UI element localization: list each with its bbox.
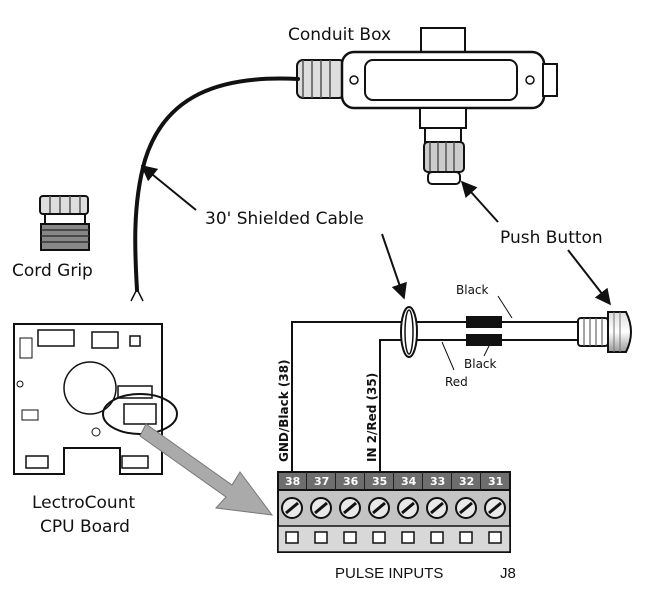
splice-black: [466, 316, 502, 328]
screw-slot: [372, 501, 386, 515]
zoom-arrow: [139, 423, 274, 516]
screw-slot: [459, 501, 473, 515]
terminal-number: 37: [314, 475, 329, 488]
terminal-socket: [401, 531, 415, 544]
leader-red: [441, 341, 455, 371]
terminal-block-j8: 38 37 36 35 34 33 32 31: [277, 471, 511, 553]
wire-label-red: Red: [445, 375, 468, 389]
leader-black-bottom: [483, 339, 493, 357]
shielded-cable-line: [133, 76, 300, 292]
arrow-to-conduit-button: [460, 180, 499, 223]
push-button-label: Push Button: [500, 228, 603, 248]
terminal-number: 34: [401, 475, 417, 488]
gnd-wire-label: GND/Black (38): [277, 359, 291, 462]
screw-slot: [314, 501, 328, 515]
screw-slot: [488, 501, 502, 515]
terminal-socket: [372, 531, 386, 544]
shield-ring: [400, 306, 418, 358]
board-label-line2: CPU Board: [40, 517, 130, 537]
push-button-icon: [577, 311, 632, 353]
terminal-number: 32: [459, 475, 474, 488]
cord-grip-label: Cord Grip: [12, 261, 93, 281]
terminal-number: 31: [488, 475, 503, 488]
screw-slot: [430, 501, 444, 515]
leader-black-top: [497, 295, 513, 319]
terminal-number: 35: [372, 475, 387, 488]
terminal-number: 33: [430, 475, 445, 488]
terminal-number: 38: [285, 475, 300, 488]
wire-label-black-top: Black: [456, 283, 489, 297]
arrow-to-push-button: [567, 249, 611, 306]
terminal-socket: [430, 531, 444, 544]
screw-slot: [343, 501, 357, 515]
pulse-inputs-label: PULSE INPUTS: [335, 565, 443, 582]
gnd-wire: [291, 321, 410, 472]
in2-wire: [379, 339, 410, 472]
arrow-to-cable: [140, 164, 197, 211]
terminal-socket: [488, 531, 502, 544]
cpu-board: [13, 323, 178, 475]
terminal-number: 36: [343, 475, 359, 488]
terminal-socket: [285, 531, 299, 544]
terminal-socket: [459, 531, 473, 544]
screw-slot: [401, 501, 415, 515]
conduit-box: [296, 27, 558, 185]
connector-label: J8: [500, 565, 516, 582]
terminal-socket: [343, 531, 357, 544]
board-label-line1: LectroCount: [32, 493, 135, 513]
arrow-to-shield: [381, 233, 407, 300]
conduit-box-label: Conduit Box: [288, 25, 391, 45]
shielded-cable-label: 30' Shielded Cable: [205, 209, 364, 229]
splice-red: [466, 334, 502, 346]
cord-grip-icon: [39, 195, 90, 251]
in2-wire-label: IN 2/Red (35): [365, 373, 379, 462]
wire-label-black-bottom: Black: [464, 357, 497, 371]
terminal-socket: [314, 531, 328, 544]
screw-slot: [285, 501, 299, 515]
